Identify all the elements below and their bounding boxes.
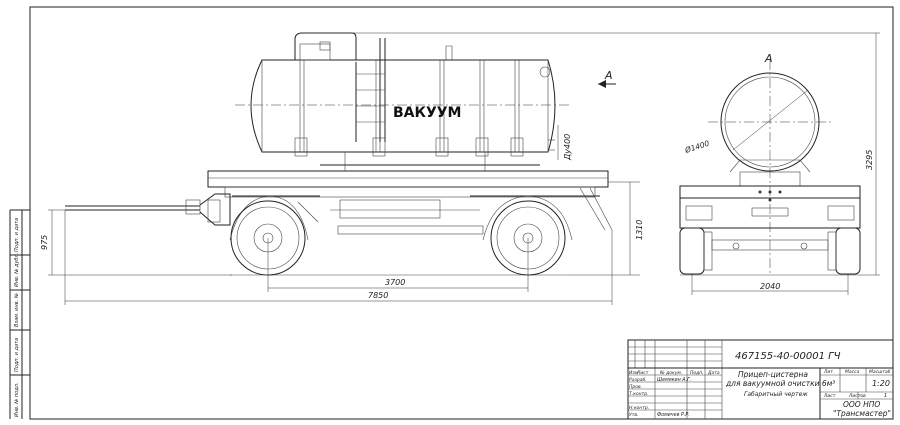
side-view: ВАКУУМ Ду400: [40, 32, 880, 305]
approver-name: Фомичев Р.Р.: [657, 412, 690, 418]
developer-name: Шемякин А.Г.: [657, 377, 691, 383]
col-header-change: Изм: [629, 370, 639, 376]
dim-3295: 3295: [865, 150, 874, 170]
doc-number: 467155-40-00001 ГЧ: [735, 351, 841, 362]
mass-header: Масса: [845, 369, 860, 375]
doc-type: Габаритный чертеж: [744, 391, 808, 398]
col-header-sign: Подп.: [690, 370, 704, 376]
sheet-label: Лист: [823, 393, 836, 399]
scale-value: 1:20: [872, 379, 890, 388]
dim-7850: 7850: [368, 291, 388, 300]
side-stamp: Инв. № подл. Подп. и дата Взам. инв. № И…: [9, 209, 30, 419]
rear-view: A Ø1400 2040 3295: [679, 33, 880, 295]
sheets-count: 1: [884, 393, 887, 399]
row-approval: Утв.: [629, 412, 638, 418]
company-line2: "Трансмастер": [833, 409, 891, 418]
row-tech-control: Т.контр.: [629, 391, 649, 397]
tank-label: ВАКУУМ: [393, 105, 461, 121]
dim-1310: 1310: [635, 220, 644, 240]
row-norm-control: Н.контр.: [629, 405, 649, 411]
company-line1: ООО НПО: [843, 400, 880, 409]
doc-name-line1: Прицеп-цистерна: [738, 370, 808, 379]
stamp-label-2: Подп. и дата: [14, 338, 20, 372]
dim-975: 975: [40, 235, 49, 250]
col-header-docnum: № докум.: [659, 370, 682, 376]
col-header-date: Дата: [707, 370, 720, 376]
title-block: 467155-40-00001 ГЧ Прицеп-цистерна для в…: [627, 339, 894, 420]
manhole-dim: Ду400: [563, 134, 572, 161]
stamp-label-5: Подп. и дата: [14, 218, 20, 252]
stamp-label-3: Взам. инв. №: [14, 293, 20, 327]
lit-header: Лит.: [823, 369, 834, 375]
dim-3700: 3700: [385, 278, 405, 287]
doc-name-line2: для вакуумной очистки 6м³: [725, 379, 835, 388]
dim-2040: 2040: [760, 282, 780, 291]
section-mark-side: A: [604, 69, 613, 82]
stamp-label-4: Инв. № дубл.: [14, 253, 20, 287]
stamp-label-1: Инв. № подл.: [14, 383, 20, 418]
sheets-label: Листов: [848, 393, 866, 399]
dim-diameter: Ø1400: [683, 139, 711, 156]
col-header-sheet: Лист: [636, 370, 649, 376]
row-developer: Разраб.: [629, 377, 647, 383]
row-checker: Пров.: [629, 384, 642, 390]
platform: [207, 170, 609, 188]
scale-header: Масштаб: [869, 369, 891, 375]
sheet-frame: [29, 6, 894, 420]
section-mark-rear: A: [764, 52, 773, 65]
